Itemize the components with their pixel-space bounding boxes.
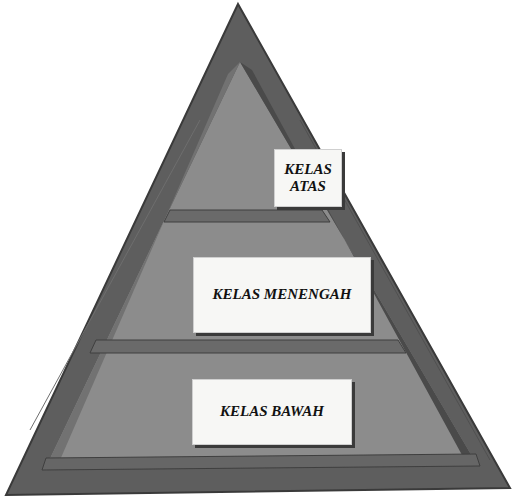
class-label: KELAS ATAS: [284, 161, 332, 196]
class-label: KELAS BAWAH: [201, 403, 343, 420]
shelf-board: [42, 454, 480, 470]
class-label: KELAS MENENGAH: [202, 286, 362, 303]
class-block: KELAS BAWAH: [192, 379, 352, 445]
class-block: KELAS MENENGAH: [193, 257, 371, 333]
shelf-board: [164, 210, 330, 222]
shelf-board: [90, 340, 406, 353]
shelf-back: [46, 62, 476, 467]
wood-grain: [30, 120, 200, 430]
class-block: KELAS ATAS: [274, 149, 342, 207]
shelf-frame: [6, 4, 510, 495]
